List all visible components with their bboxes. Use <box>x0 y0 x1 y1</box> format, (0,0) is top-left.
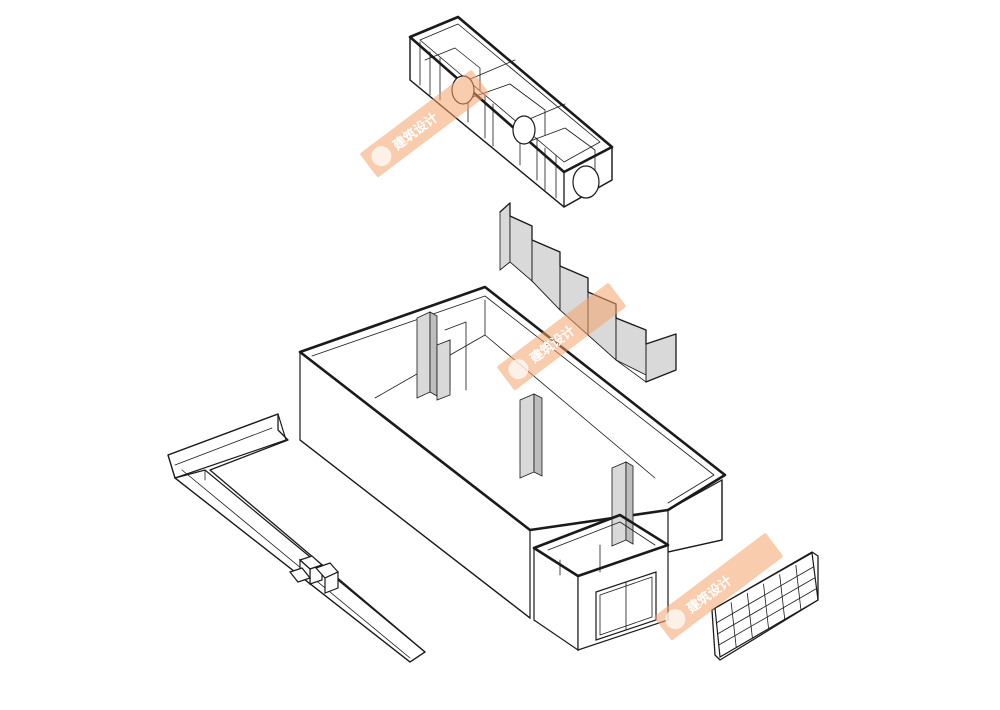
main-room-shell <box>298 285 727 620</box>
grid-line <box>715 566 814 624</box>
roof-volume <box>408 15 614 208</box>
grid-line <box>717 577 815 635</box>
grid-panel <box>711 551 819 661</box>
entry-vestibule <box>532 513 670 652</box>
l-shaped-frame <box>167 413 427 663</box>
grid-line <box>718 588 817 646</box>
